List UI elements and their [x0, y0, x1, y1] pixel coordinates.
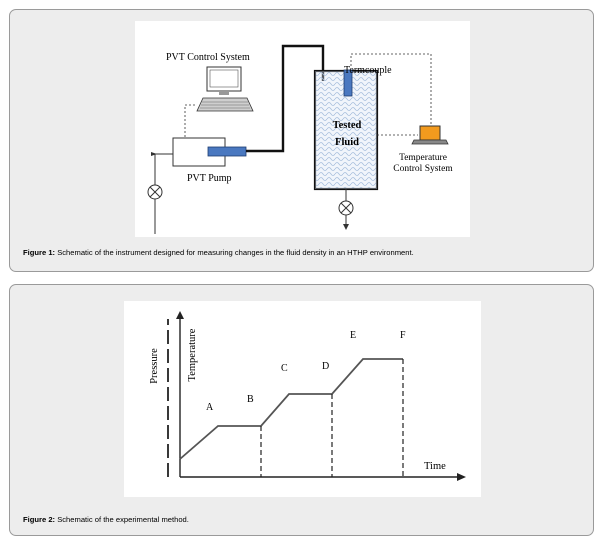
temperature-control-label-1: Temperature	[399, 153, 447, 163]
computer-icon	[196, 66, 254, 112]
pump-piston	[207, 146, 247, 157]
pressure-temperature-profile	[179, 358, 403, 460]
termcouple-label: Termcouple	[344, 65, 392, 76]
figure-1-panel: PVT Control System PVT Pump Termcouple T…	[9, 9, 594, 272]
pvt-pump-label: PVT Pump	[187, 173, 232, 184]
pvt-control-system-label: PVT Control System	[166, 52, 250, 63]
figure-1-caption-label: Figure 1:	[23, 248, 56, 257]
stage-d-label: D	[322, 361, 329, 372]
figure-2-caption-text: Schematic of the experimental method.	[55, 515, 189, 524]
figure-2-panel: Pressure Temperature Time A B C D E F Fi…	[9, 284, 594, 536]
stage-a-label: A	[206, 402, 214, 413]
figure-1-caption: Figure 1: Schematic of the instrument de…	[23, 248, 414, 257]
stage-b-label: B	[247, 394, 254, 405]
figure-2-caption: Figure 2: Schematic of the experimental …	[23, 515, 189, 524]
pressure-axis-label: Pressure	[149, 348, 160, 384]
stage-c-label: C	[281, 363, 288, 374]
instrument-schematic: PVT Control System PVT Pump Termcouple T…	[147, 44, 453, 234]
figure-2-image: Pressure Temperature Time A B C D E F	[124, 301, 481, 497]
time-axis-label: Time	[424, 461, 446, 472]
pressure-line	[246, 44, 325, 153]
experimental-method-diagram: Pressure Temperature Time A B C D E F	[149, 311, 466, 481]
laptop-icon	[411, 125, 449, 145]
tested-fluid-label-1: Tested	[333, 120, 362, 131]
figure-1-image: PVT Control System PVT Pump Termcouple T…	[135, 21, 470, 237]
tested-fluid-label-2: Fluid	[335, 137, 359, 148]
temperature-control-label-2: Control System	[393, 164, 453, 174]
stage-e-label: E	[350, 330, 356, 341]
temperature-axis-label: Temperature	[187, 328, 198, 381]
stage-f-label: F	[400, 330, 406, 341]
thermocouple-probe	[343, 69, 353, 97]
figure-2-caption-label: Figure 2:	[23, 515, 56, 524]
figure-1-caption-text: Schematic of the instrument designed for…	[55, 248, 414, 257]
